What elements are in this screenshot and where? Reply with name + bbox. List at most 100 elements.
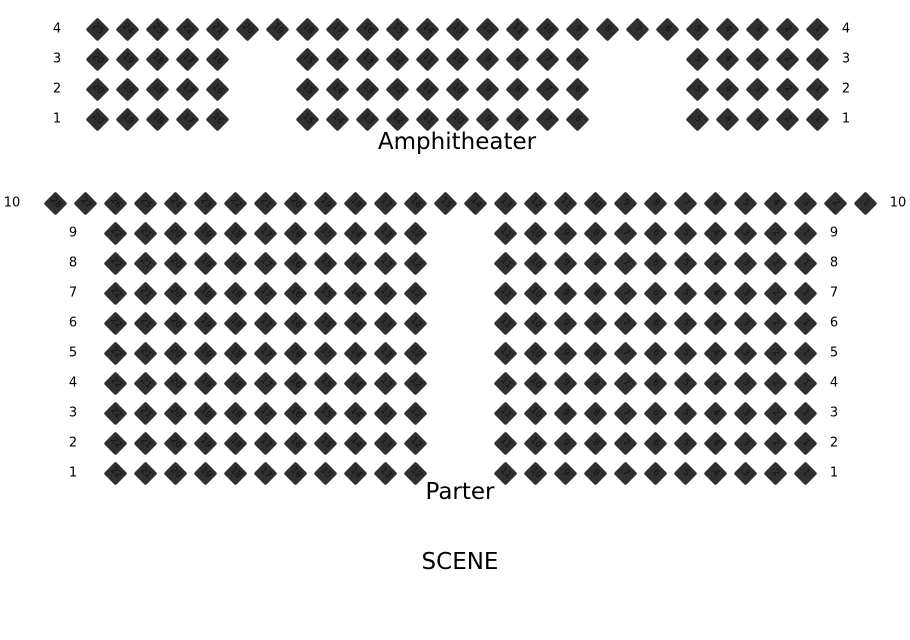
seat[interactable]: 2 xyxy=(774,76,800,102)
seat[interactable]: 22 xyxy=(102,430,128,456)
seat[interactable]: 3 xyxy=(744,16,770,42)
seat[interactable]: 21 xyxy=(132,400,158,426)
seat[interactable]: 4 xyxy=(702,250,728,276)
seat[interactable]: 2 xyxy=(762,250,788,276)
seat[interactable]: 8 xyxy=(582,370,608,396)
seat[interactable]: 10 xyxy=(522,310,548,336)
seat[interactable]: 19 xyxy=(312,190,338,216)
seat[interactable]: 5 xyxy=(672,400,698,426)
seat[interactable]: 1 xyxy=(792,310,818,336)
seat[interactable]: 7 xyxy=(612,310,638,336)
seat[interactable]: 16 xyxy=(402,190,428,216)
seat[interactable]: 5 xyxy=(732,190,758,216)
seat[interactable]: 2 xyxy=(762,220,788,246)
seat[interactable]: 11 xyxy=(492,280,518,306)
seat[interactable]: 1 xyxy=(792,220,818,246)
seat[interactable]: 11 xyxy=(492,430,518,456)
seat[interactable]: 10 xyxy=(522,220,548,246)
seat[interactable]: 10 xyxy=(534,16,560,42)
seat[interactable]: 17 xyxy=(252,250,278,276)
seat[interactable]: 2 xyxy=(762,280,788,306)
seat[interactable]: 10 xyxy=(522,340,548,366)
seat[interactable]: 14 xyxy=(342,220,368,246)
seat[interactable]: 11 xyxy=(492,340,518,366)
seat[interactable]: 24 xyxy=(114,16,140,42)
seat[interactable]: 2 xyxy=(762,370,788,396)
seat[interactable]: 12 xyxy=(522,190,548,216)
seat[interactable]: 13 xyxy=(372,220,398,246)
seat[interactable]: 12 xyxy=(402,430,428,456)
seat[interactable]: 6 xyxy=(642,430,668,456)
seat[interactable]: 15 xyxy=(312,220,338,246)
seat[interactable]: 6 xyxy=(564,46,590,72)
seat[interactable]: 10 xyxy=(522,250,548,276)
seat[interactable]: 14 xyxy=(342,280,368,306)
seat[interactable]: 5 xyxy=(672,250,698,276)
seat[interactable]: 14 xyxy=(342,430,368,456)
seat[interactable]: 14 xyxy=(342,400,368,426)
seat[interactable]: 7 xyxy=(624,16,650,42)
seat[interactable]: 7 xyxy=(612,250,638,276)
seat[interactable]: 9 xyxy=(552,310,578,336)
seat[interactable]: 22 xyxy=(102,250,128,276)
seat[interactable]: 19 xyxy=(192,220,218,246)
seat[interactable]: 10 xyxy=(444,106,470,132)
seat[interactable]: 20 xyxy=(84,46,110,72)
seat[interactable]: 22 xyxy=(102,400,128,426)
seat[interactable]: 1 xyxy=(804,106,830,132)
seat[interactable]: 4 xyxy=(702,280,728,306)
seat[interactable]: 17 xyxy=(252,370,278,396)
seat[interactable]: 6 xyxy=(564,106,590,132)
seat[interactable]: 19 xyxy=(114,46,140,72)
seat[interactable]: 23 xyxy=(144,16,170,42)
seat[interactable]: 4 xyxy=(714,106,740,132)
seat[interactable]: 21 xyxy=(132,460,158,486)
seat[interactable]: 12 xyxy=(402,340,428,366)
seat[interactable]: 12 xyxy=(402,370,428,396)
seat[interactable]: 4 xyxy=(714,76,740,102)
seat[interactable]: 14 xyxy=(462,190,488,216)
seat[interactable]: 11 xyxy=(414,106,440,132)
seat[interactable]: 5 xyxy=(672,460,698,486)
seat[interactable]: 12 xyxy=(384,46,410,72)
seat[interactable]: 18 xyxy=(222,460,248,486)
seat[interactable]: 8 xyxy=(582,250,608,276)
seat[interactable]: 16 xyxy=(282,310,308,336)
seat[interactable]: 6 xyxy=(564,76,590,102)
seat[interactable]: 18 xyxy=(144,46,170,72)
seat[interactable]: 11 xyxy=(414,46,440,72)
seat[interactable]: 3 xyxy=(732,400,758,426)
seat[interactable]: 16 xyxy=(282,400,308,426)
seat[interactable]: 3 xyxy=(732,310,758,336)
seat[interactable]: 9 xyxy=(474,106,500,132)
seat[interactable]: 17 xyxy=(252,340,278,366)
seat[interactable]: 19 xyxy=(192,280,218,306)
seat[interactable]: 3 xyxy=(732,430,758,456)
seat[interactable]: 13 xyxy=(372,340,398,366)
seat[interactable]: 14 xyxy=(324,76,350,102)
seat[interactable]: 3 xyxy=(744,46,770,72)
seat[interactable]: 13 xyxy=(492,190,518,216)
seat[interactable]: 18 xyxy=(222,250,248,276)
seat[interactable]: 17 xyxy=(174,76,200,102)
seat[interactable]: 11 xyxy=(492,310,518,336)
seat[interactable]: 21 xyxy=(204,16,230,42)
seat[interactable]: 2 xyxy=(822,190,848,216)
seat[interactable]: 10 xyxy=(444,76,470,102)
seat[interactable]: 3 xyxy=(792,190,818,216)
seat[interactable]: 13 xyxy=(372,370,398,396)
seat[interactable]: 22 xyxy=(222,190,248,216)
seat[interactable]: 19 xyxy=(192,460,218,486)
seat[interactable]: 14 xyxy=(414,16,440,42)
seat[interactable]: 2 xyxy=(762,430,788,456)
seat[interactable]: 5 xyxy=(684,76,710,102)
seat[interactable]: 2 xyxy=(762,460,788,486)
seat[interactable]: 7 xyxy=(534,46,560,72)
seat[interactable]: 8 xyxy=(582,310,608,336)
seat[interactable]: 8 xyxy=(582,340,608,366)
seat[interactable]: 23 xyxy=(192,190,218,216)
seat[interactable]: 13 xyxy=(372,280,398,306)
seat[interactable]: 21 xyxy=(132,430,158,456)
seat[interactable]: 3 xyxy=(744,106,770,132)
seat[interactable]: 4 xyxy=(702,400,728,426)
